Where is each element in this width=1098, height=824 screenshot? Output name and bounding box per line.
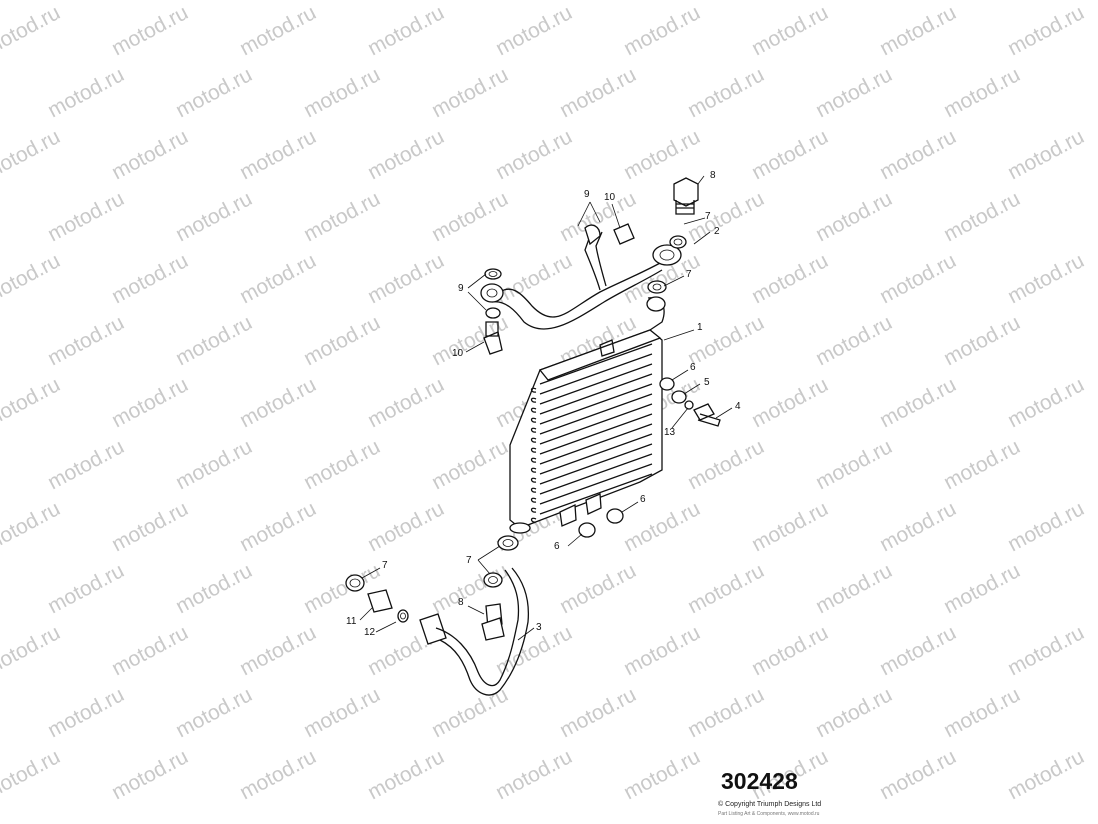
callout-7-mid: 7 (686, 269, 692, 280)
cooler-fin (530, 473, 653, 523)
bolts-and-fittings (367, 177, 721, 645)
callout-7-upper: 7 (705, 211, 711, 222)
copyright-notice: © Copyright Triumph Designs Ltd (718, 801, 822, 808)
cooler-fin (530, 343, 653, 393)
cooler-fin (530, 403, 653, 453)
callout-10-left: 10 (452, 348, 464, 359)
cooler-fin (530, 353, 653, 403)
callout-8-upper: 8 (710, 170, 716, 181)
upper-oil-hose (480, 224, 682, 330)
callout-6-lower-right: 6 (640, 494, 646, 505)
sealing-washers (345, 235, 694, 623)
lower-oil-hose (435, 567, 530, 696)
callout-9-left: 9 (458, 283, 464, 294)
callout-2: 2 (714, 226, 720, 237)
diagram-number: 302428 (721, 768, 798, 794)
callout-8-lower: 8 (458, 597, 464, 608)
callout-4: 4 (735, 401, 741, 412)
callout-10-upper: 10 (604, 192, 616, 203)
cooler-fin (530, 413, 653, 463)
copyright-subline: Part Listing Art & Components, www.motod… (718, 811, 820, 817)
callout-3: 3 (536, 622, 542, 633)
cooler-fin (530, 363, 653, 413)
cooler-fin (530, 443, 653, 493)
cooler-fin (530, 373, 653, 423)
callout-5: 5 (704, 377, 710, 388)
callout-9-upper: 9 (584, 189, 590, 200)
callout-7-lower: 7 (466, 555, 472, 566)
cooler-fin (530, 423, 653, 473)
callout-6-lower-left: 6 (554, 541, 560, 552)
callout-1: 1 (697, 322, 703, 333)
cooler-fin (530, 463, 653, 513)
leader-lines (359, 175, 733, 641)
cooler-fin (530, 393, 653, 443)
callout-11: 11 (346, 616, 357, 627)
callout-12: 12 (364, 627, 376, 638)
cooler-fins (530, 343, 653, 523)
oil-cooler (509, 296, 666, 534)
cooler-fin (530, 433, 653, 483)
cooler-fin (530, 383, 653, 433)
callout-6-right: 6 (690, 362, 696, 373)
callout-7-left: 7 (382, 560, 388, 571)
callout-13: 13 (664, 427, 676, 438)
cooler-fin (530, 453, 653, 503)
